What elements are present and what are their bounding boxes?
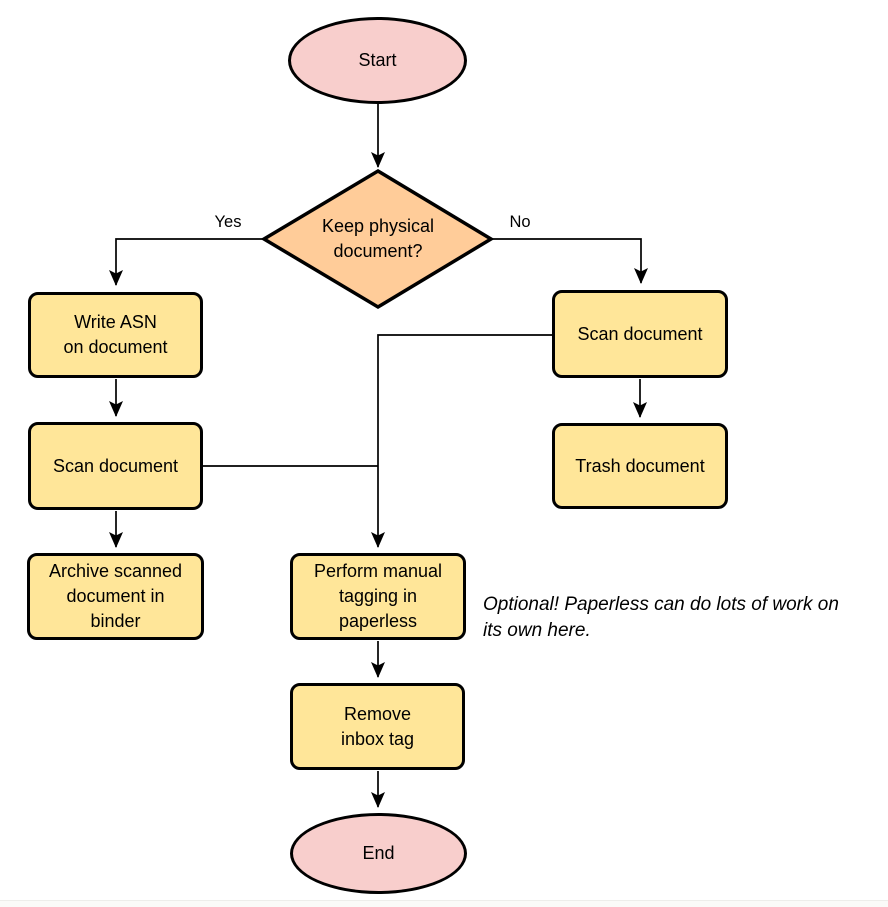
decision-diamond-shape (260, 168, 495, 310)
node-remove-inbox-tag: Remove inbox tag (290, 683, 465, 770)
node-trash-document: Trash document (552, 423, 728, 509)
node-write-asn: Write ASN on document (28, 292, 203, 378)
edge-yes-branch (109, 238, 264, 286)
node-end: End (290, 813, 467, 894)
node-manual-tagging-label: Perform manual tagging in paperless (313, 561, 443, 631)
node-scan-document-right: Scan document (552, 290, 728, 378)
node-remove-inbox-tag-label: Remove inbox tag (340, 703, 415, 749)
node-write-asn-label: Write ASN on document (63, 312, 168, 357)
node-manual-tagging: Perform manual tagging in paperless (290, 553, 466, 640)
node-start-label: Start (358, 50, 397, 70)
node-end-label: End (362, 843, 395, 863)
node-decision-label: Keep physical document? (321, 216, 435, 261)
node-scan-document-left: Scan document (28, 422, 203, 510)
node-trash-document-label: Trash document (575, 455, 705, 476)
annotation-note: Optional! Paperless can do lots of work … (483, 594, 839, 641)
edge-no-branch (491, 238, 648, 284)
node-start: Start (288, 17, 467, 104)
edge-label-yes: Yes (214, 213, 242, 231)
node-archive-binder-label: Archive scanned document in binder (48, 561, 183, 631)
page-bottom-divider (0, 900, 888, 907)
node-scan-document-left-label: Scan document (52, 455, 179, 476)
edge-scanright-to-tagging (371, 334, 552, 548)
node-scan-document-right-label: Scan document (577, 323, 703, 344)
edge-label-no: No (509, 213, 531, 231)
node-archive-binder: Archive scanned document in binder (27, 553, 204, 640)
